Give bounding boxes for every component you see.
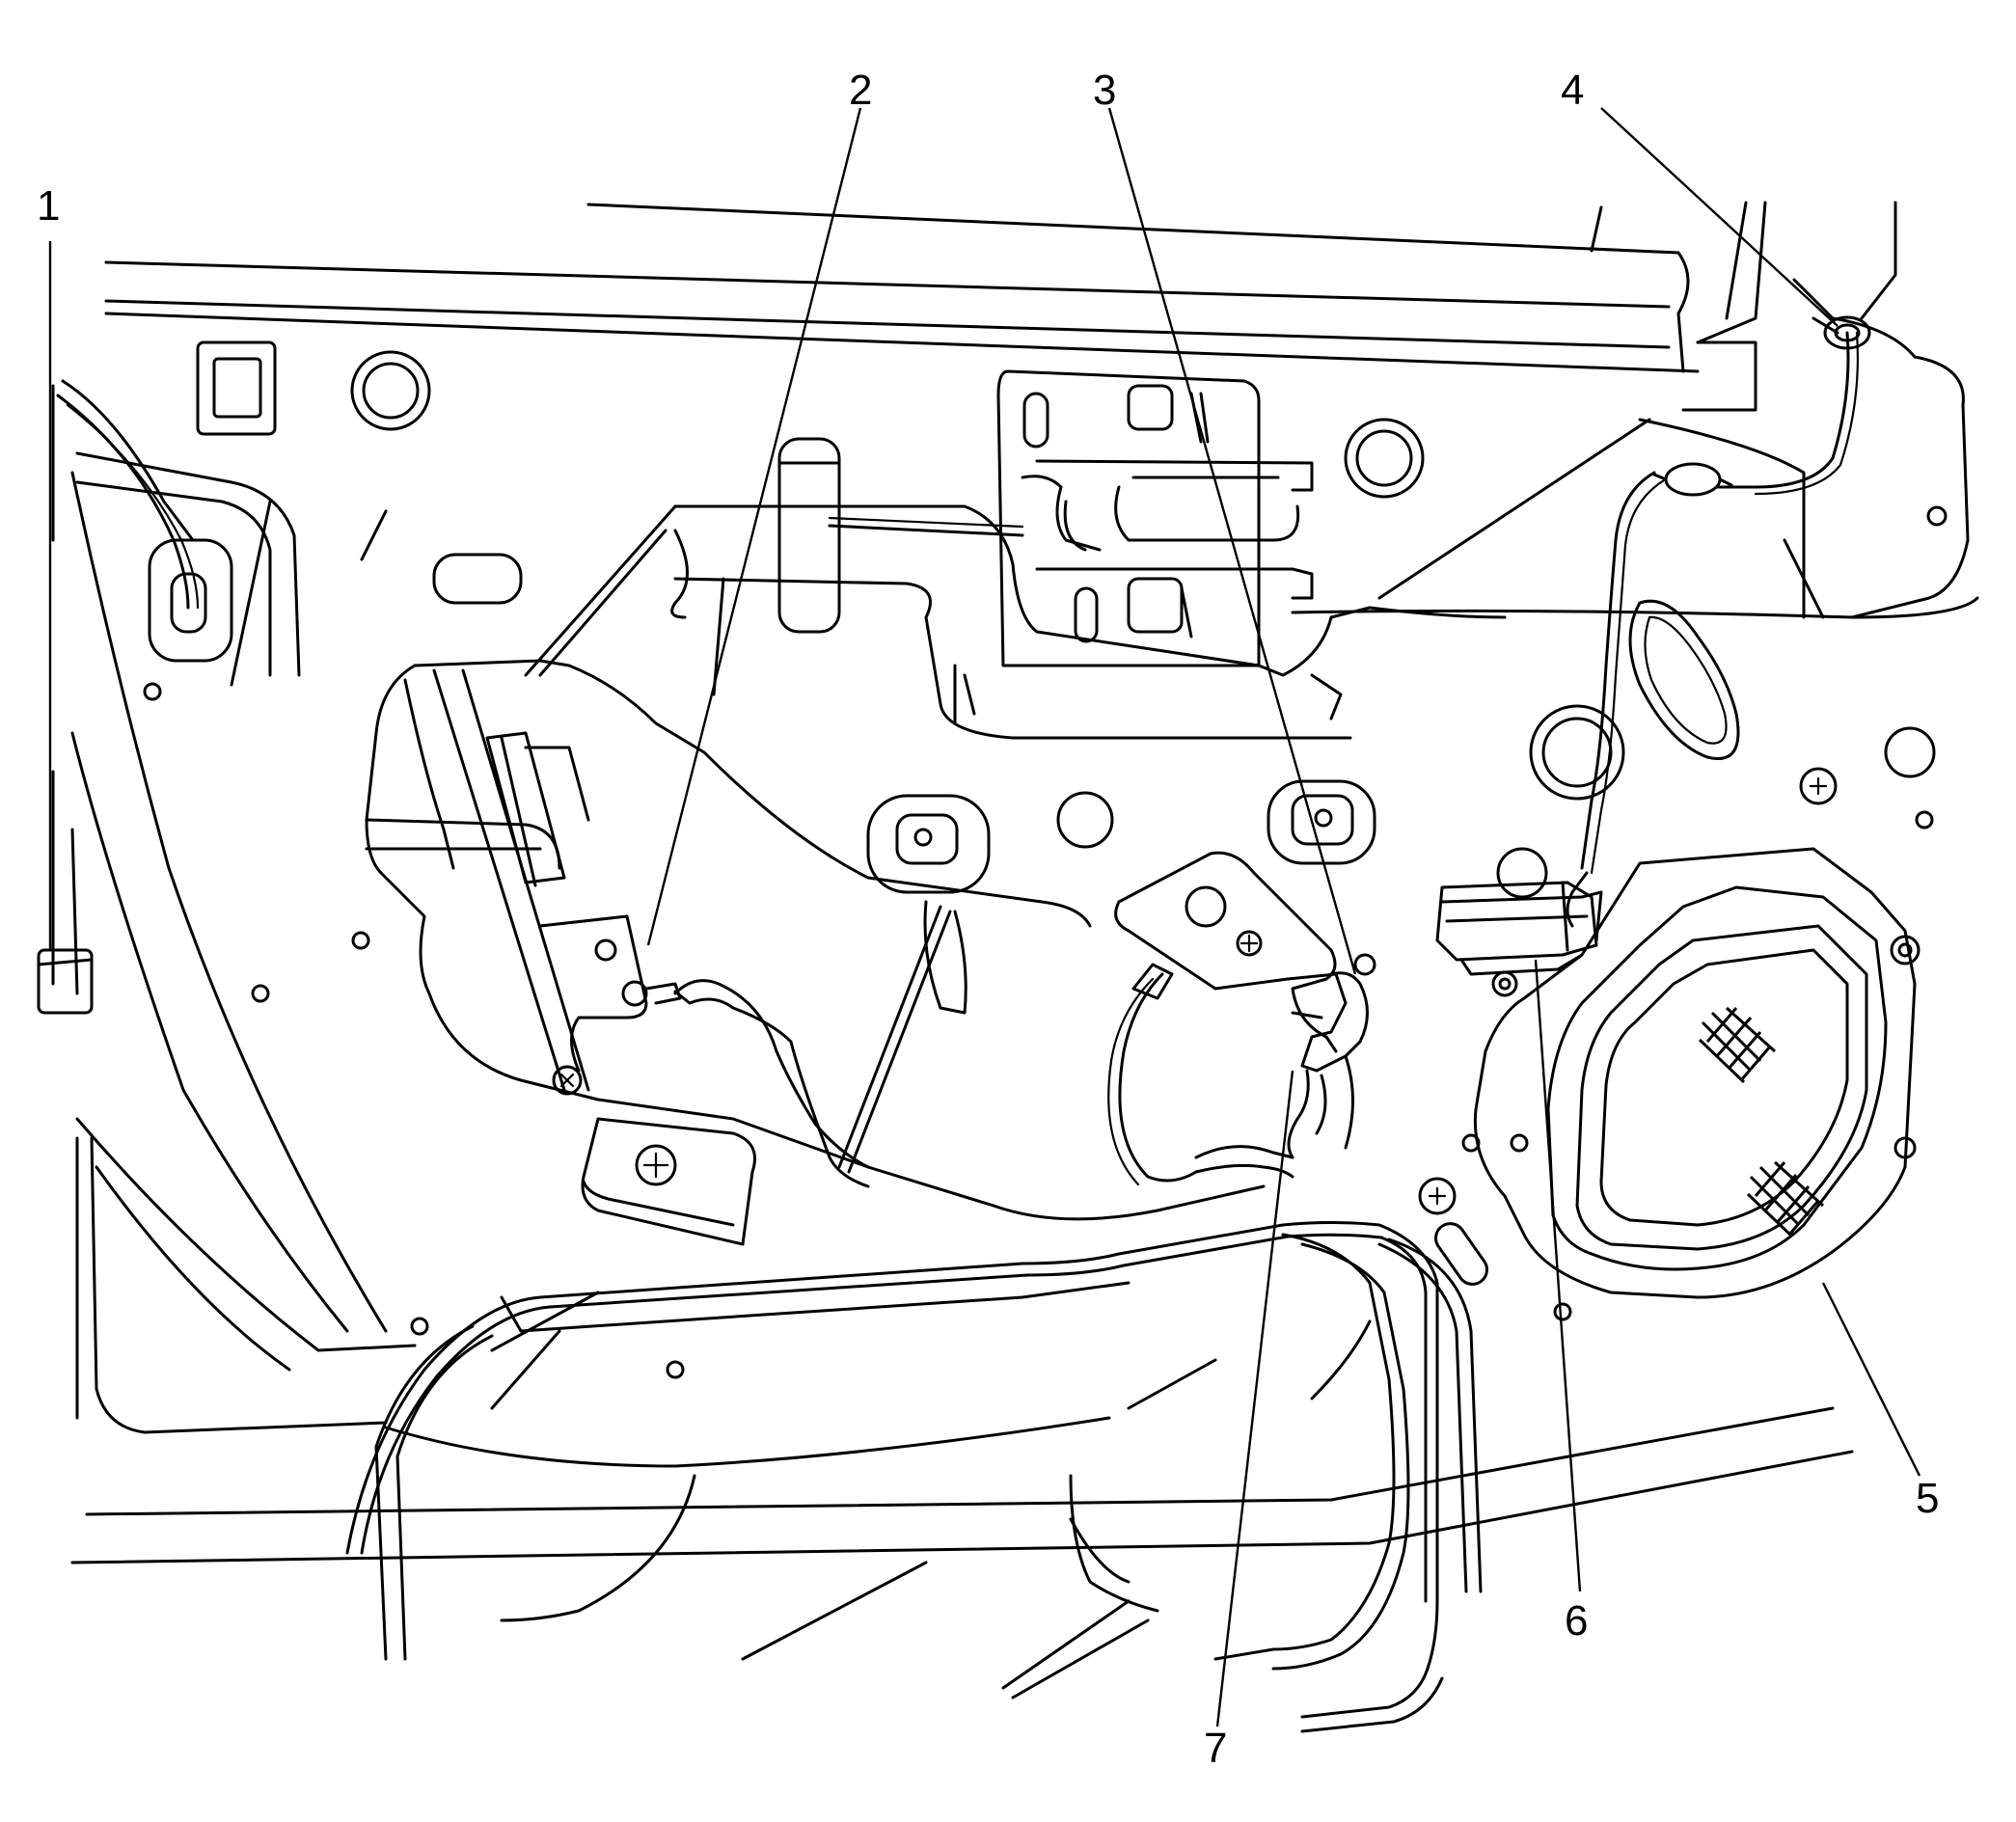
callout-1: 1 xyxy=(37,182,60,230)
lock-wire-loop xyxy=(1107,963,1294,1186)
latch-mount-plate xyxy=(996,369,1314,667)
callout-3: 3 xyxy=(1093,67,1116,114)
right-holes xyxy=(1418,505,1948,1321)
lower-door xyxy=(70,1221,1854,1733)
speaker-connector xyxy=(1435,881,1603,976)
speaker xyxy=(1461,847,1921,1299)
inner-panel xyxy=(524,504,1507,740)
wiring-harness xyxy=(1566,331,1860,928)
callout-2: 2 xyxy=(849,67,872,114)
door-frame xyxy=(104,201,1979,619)
grommet-upper-right xyxy=(1823,315,1871,350)
callout-7: 7 xyxy=(1204,1725,1227,1772)
lock-actuator xyxy=(365,659,1266,1221)
callout-4: 4 xyxy=(1561,67,1584,114)
left-clip xyxy=(37,948,94,1015)
callout-5: 5 xyxy=(1916,1475,1939,1522)
door-left-edge xyxy=(51,379,417,1434)
center-holes xyxy=(866,779,1376,976)
lock-bracket xyxy=(1114,851,1369,1159)
latch-rod xyxy=(777,437,1024,634)
leader-lines xyxy=(48,107,1921,1727)
speaker-hatch xyxy=(1698,1006,1825,1238)
center-rod xyxy=(837,900,967,1174)
callout-6: 6 xyxy=(1565,1597,1588,1645)
left-wire xyxy=(56,394,233,663)
actuator-connector xyxy=(673,979,870,1169)
actuator-mount xyxy=(581,1117,756,1246)
upper-holes xyxy=(143,340,1425,1003)
callout-labels: 1 2 3 4 5 6 7 xyxy=(37,67,1939,1772)
